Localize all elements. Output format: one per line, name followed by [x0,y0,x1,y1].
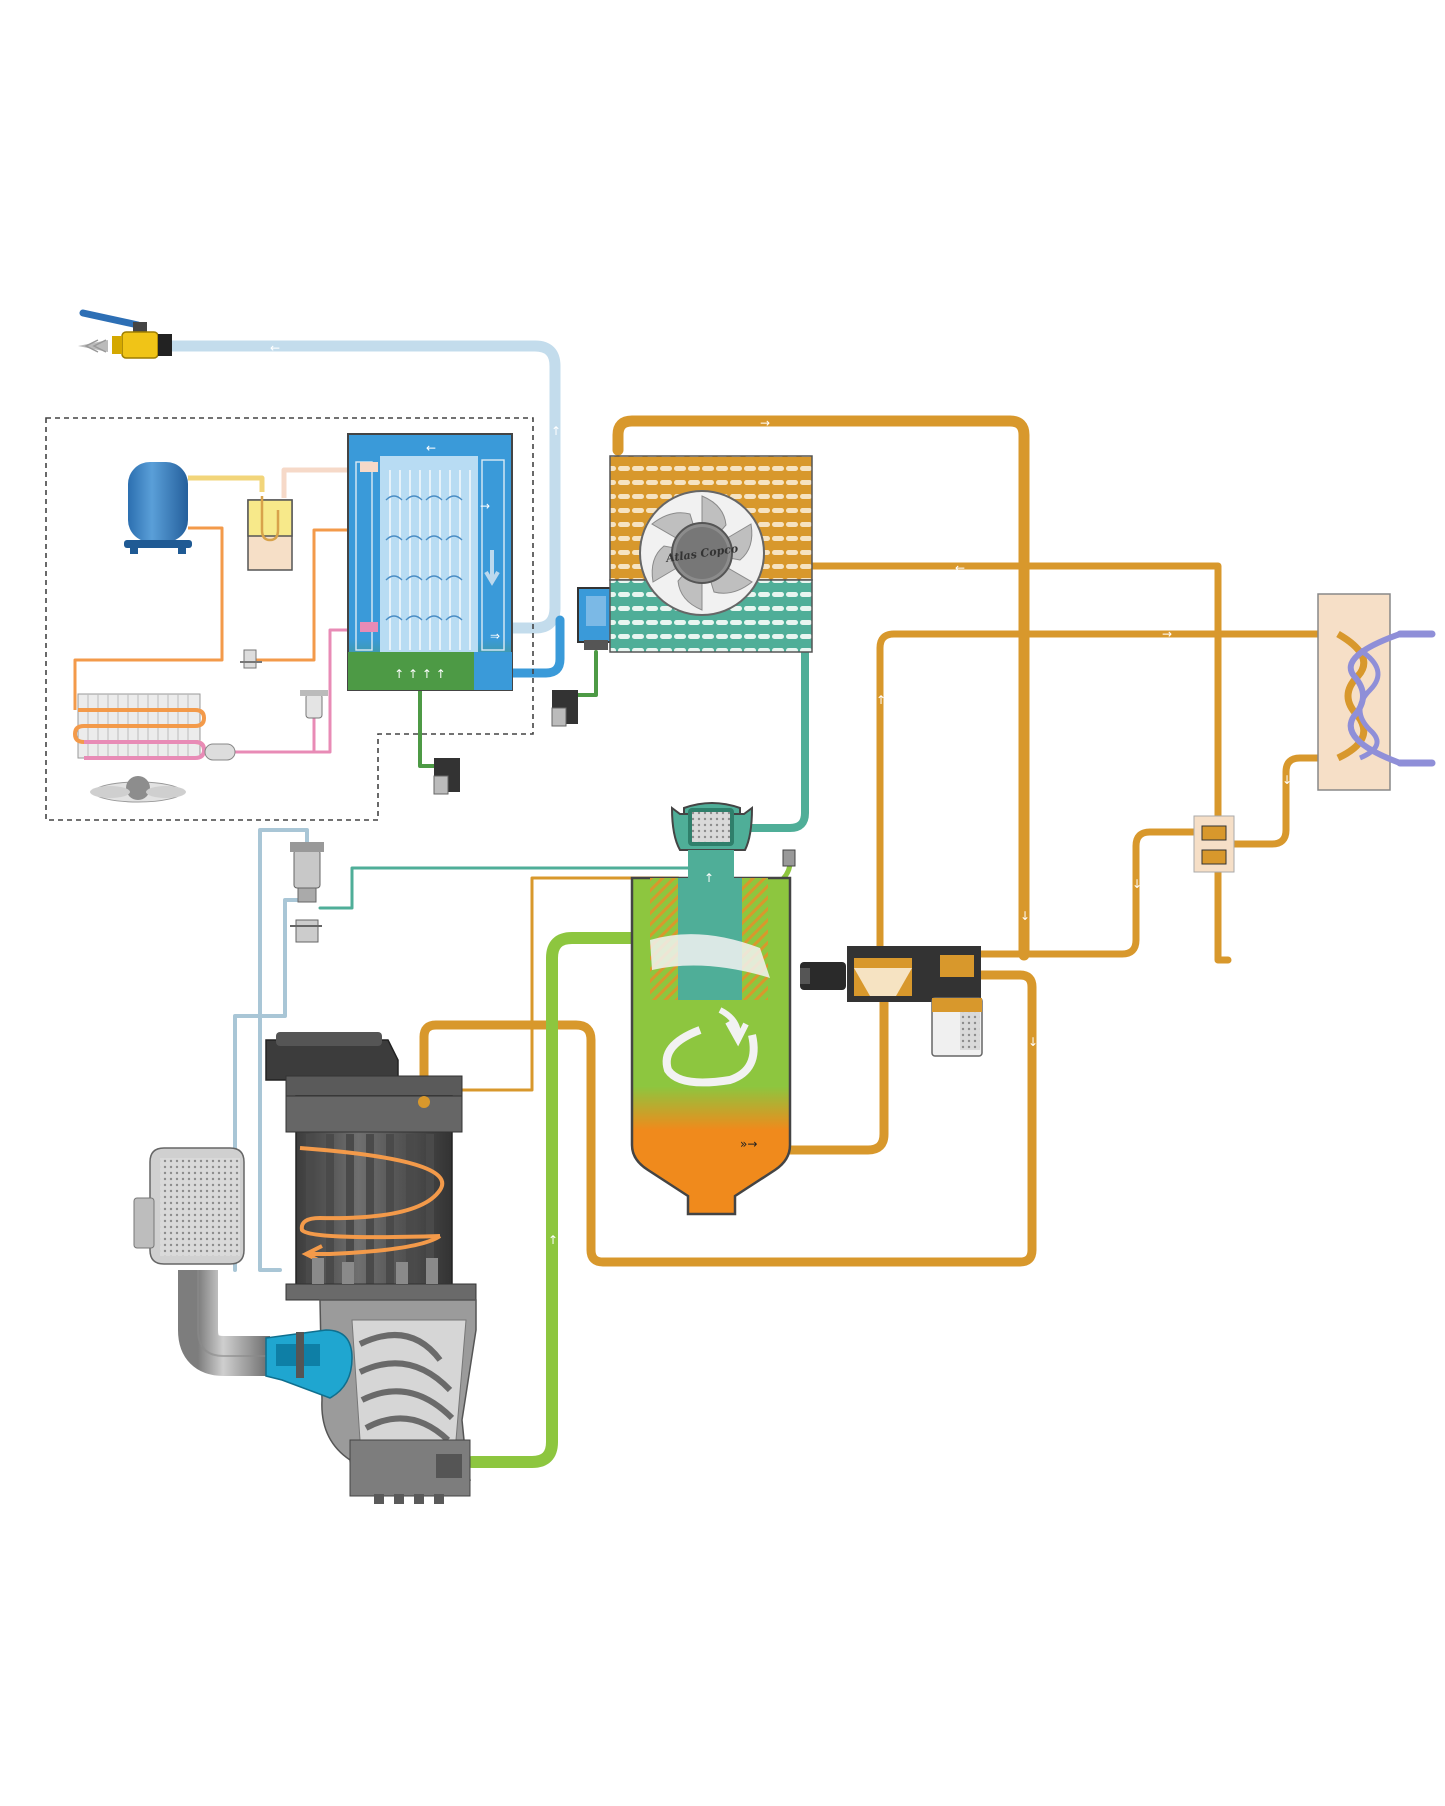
hot-oil-recovery-bypass [936,828,1209,958]
energy-recovery-valve-icon [1193,815,1235,873]
refrigerant-compressor-icon [124,462,192,554]
control-line-teal [318,866,692,910]
oil-return-pipe [755,995,889,1155]
water-separator-icon [577,587,615,650]
separated-air-pipe [726,646,809,832]
dry-air-outlet-pipe [164,340,561,634]
svg-text:↑: ↑ [876,693,886,707]
svg-text:↑: ↑ [548,1233,558,1247]
refrigerant-dryer-enclosure [45,417,534,821]
refrigerant-circuit [73,467,360,754]
oil-separator-icon: ↑ »→ [630,802,796,1216]
svg-text:↑ ↑ ↑ ↑: ↑ ↑ ↑ ↑ [394,667,446,681]
svg-text:←: ← [426,441,436,455]
motor-icon [265,1032,477,1301]
liquid-separator-icon [247,496,293,571]
hot-oil-cooler-loop [612,415,1030,961]
svg-text:↓: ↓ [1028,1035,1038,1049]
oil-air-mix-pipe [466,932,646,1468]
condensate-drain-separator [576,650,598,697]
minimum-pressure-valve-icon [290,842,324,943]
oil-injection-pipe [419,970,1037,1267]
energy-recovery-exchanger-icon [1317,593,1402,791]
hot-oil-recovery-return [1221,754,1342,848]
cooler-fan-icon: Atlas Copco [639,490,765,616]
cold-air-pipe [483,615,565,678]
oil-filter-icon [931,997,983,1057]
svg-text:←: ← [955,561,965,575]
hot-oil-recovery-supply [876,630,1342,959]
compressor-element-icon [319,1299,477,1504]
svg-text:↑: ↑ [551,424,561,438]
svg-text:»→: »→ [740,1137,757,1151]
hot-oil-cooler-return [808,562,1232,964]
svg-text:⇒: ⇒ [490,629,500,643]
svg-text:↓: ↓ [1282,773,1292,787]
svg-text:↓: ↓ [1020,909,1030,923]
svg-text:→: → [480,499,490,513]
air-filter-icon [133,1147,270,1376]
cooler-icon: Atlas Copco → ← [609,416,965,653]
svg-text:←: ← [270,341,280,355]
svg-text:→: → [760,416,770,430]
air-heat-exchanger-icon: ↑ ↑ ↑ ↑ ← → ⇒ [347,433,513,691]
drain-icon[interactable] [433,690,578,795]
outlet-valve-icon[interactable] [78,309,172,359]
pipes [164,340,1436,1468]
flow-arrows: ← ↑ ↓ ↑ → ↓ ↓ ↓ ↑ [270,341,1292,1247]
condensate-drain-dryer [418,688,444,768]
svg-text:→: → [1162,627,1172,641]
condenser-fan-icon [90,776,186,803]
expansion-valve-icon [240,649,328,719]
svg-text:↑: ↑ [704,871,714,885]
svg-text:↓: ↓ [1132,877,1142,891]
inlet-valve-icon[interactable] [265,1329,353,1399]
oil-scavenge-line [418,876,680,1092]
thermostatic-valve-icon [800,946,981,1002]
condenser-icon [72,693,236,761]
